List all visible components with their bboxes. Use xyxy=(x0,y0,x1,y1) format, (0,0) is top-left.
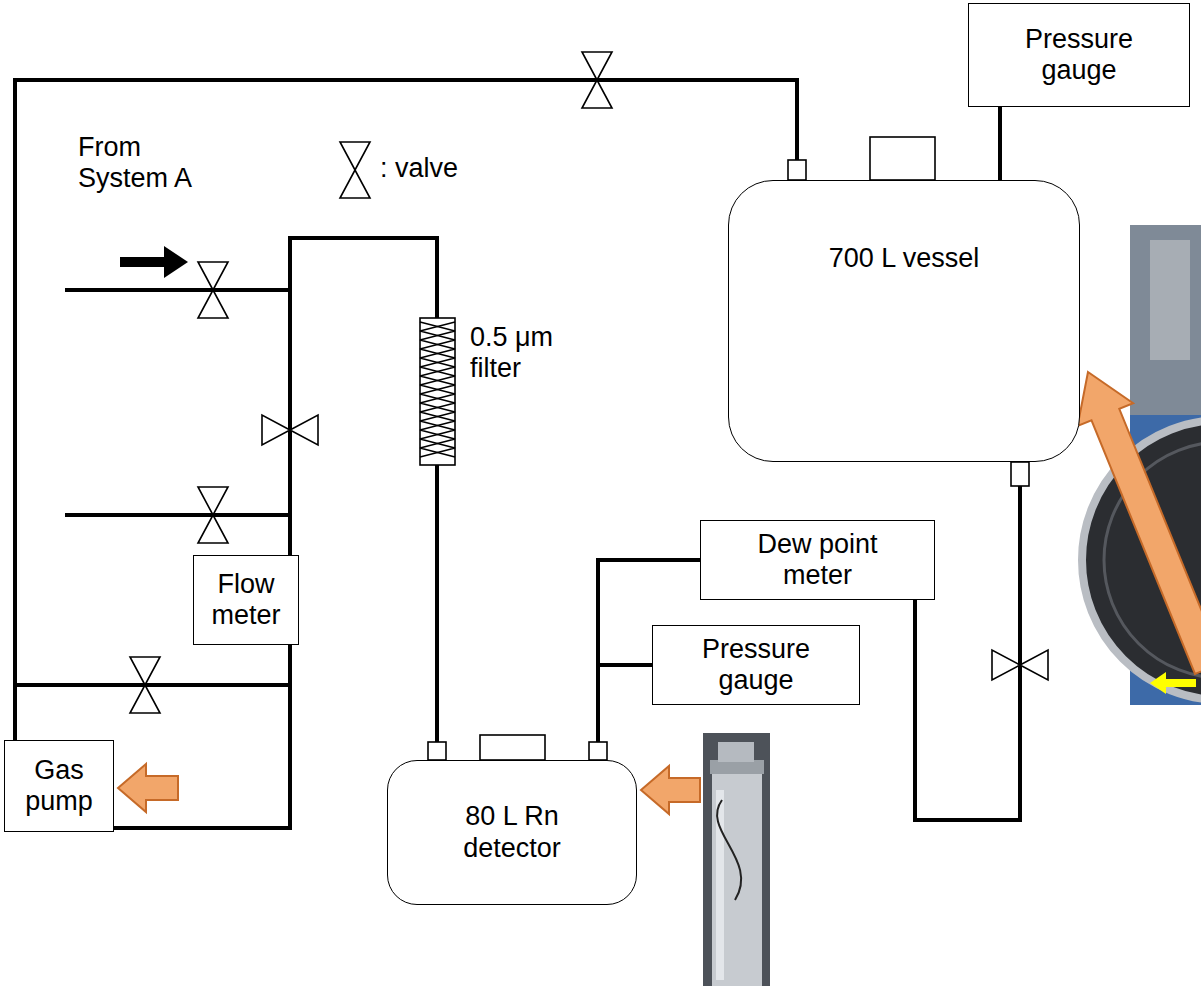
vessel-photo xyxy=(1130,225,1201,415)
legend-valve-symbol xyxy=(340,142,370,170)
valve-symbol xyxy=(130,685,160,713)
vessel-port xyxy=(788,160,806,180)
detector-port xyxy=(428,742,446,760)
valve-symbol xyxy=(130,657,160,685)
gas-pump-box: Gas pump xyxy=(4,740,114,832)
node-text: Dew point meter xyxy=(738,529,898,591)
inlet-pipe xyxy=(65,513,290,517)
legend-valve-symbol xyxy=(340,170,370,198)
detector-photo xyxy=(712,774,762,986)
detector-photo xyxy=(710,760,764,774)
node-text: Gas pump xyxy=(14,755,104,817)
pressure-gauge-box: Pressure gauge xyxy=(968,3,1190,107)
filter-label: 0.5 μm filter xyxy=(470,322,575,384)
gas-pipe xyxy=(290,238,437,760)
dew-point-meter-box: Dew point meter xyxy=(700,520,935,600)
node-text: 80 L Rn detector xyxy=(437,801,587,863)
filter-symbol xyxy=(420,322,455,457)
valve-symbol xyxy=(290,415,318,445)
valve-symbol xyxy=(198,515,228,543)
inlet-pipe xyxy=(65,288,290,292)
valve-symbol xyxy=(582,52,612,80)
valve-symbol xyxy=(198,290,228,318)
pointer-arrow xyxy=(118,764,178,812)
node-text: Flow meter xyxy=(203,569,289,631)
gas-pipe xyxy=(998,107,1002,180)
detector-photo xyxy=(718,742,754,762)
filter-symbol xyxy=(420,318,455,465)
legend-text: : valve xyxy=(380,153,458,184)
valve-symbol xyxy=(198,262,228,290)
detector-box: 80 L Rn detector xyxy=(387,760,637,905)
flow-meter-box: Flow meter xyxy=(193,555,299,645)
valve-symbol xyxy=(198,487,228,515)
node-text: 700 L vessel xyxy=(829,243,980,274)
inlet-arrow xyxy=(120,246,188,278)
detector-photo xyxy=(703,733,770,986)
node-text: Pressure gauge xyxy=(999,24,1159,86)
photo-pointer-arrow xyxy=(1150,672,1196,694)
valve-symbol xyxy=(262,415,290,445)
valve-symbol xyxy=(1020,650,1048,680)
valve-symbol xyxy=(992,650,1020,680)
detector-photo xyxy=(703,733,770,986)
pressure-gauge-box: Pressure gauge xyxy=(652,625,860,705)
vessel-box: 700 L vessel xyxy=(728,180,1080,462)
vessel-port xyxy=(1011,462,1029,486)
vessel-flange xyxy=(870,137,935,180)
detector-flange xyxy=(480,735,545,760)
inlet-label: From System A xyxy=(78,132,213,194)
pointer-arrow xyxy=(641,766,700,814)
gas-pipe xyxy=(114,645,290,828)
pointer-arrow xyxy=(1060,361,1201,680)
detector-port xyxy=(589,742,607,760)
node-text: Pressure gauge xyxy=(681,634,831,696)
bypass-pipe xyxy=(15,683,290,687)
vessel-photo xyxy=(1150,240,1190,360)
detector-photo xyxy=(717,800,741,900)
filter-symbol xyxy=(420,322,455,457)
gas-pipe xyxy=(915,462,1020,820)
valve-symbol xyxy=(582,80,612,108)
